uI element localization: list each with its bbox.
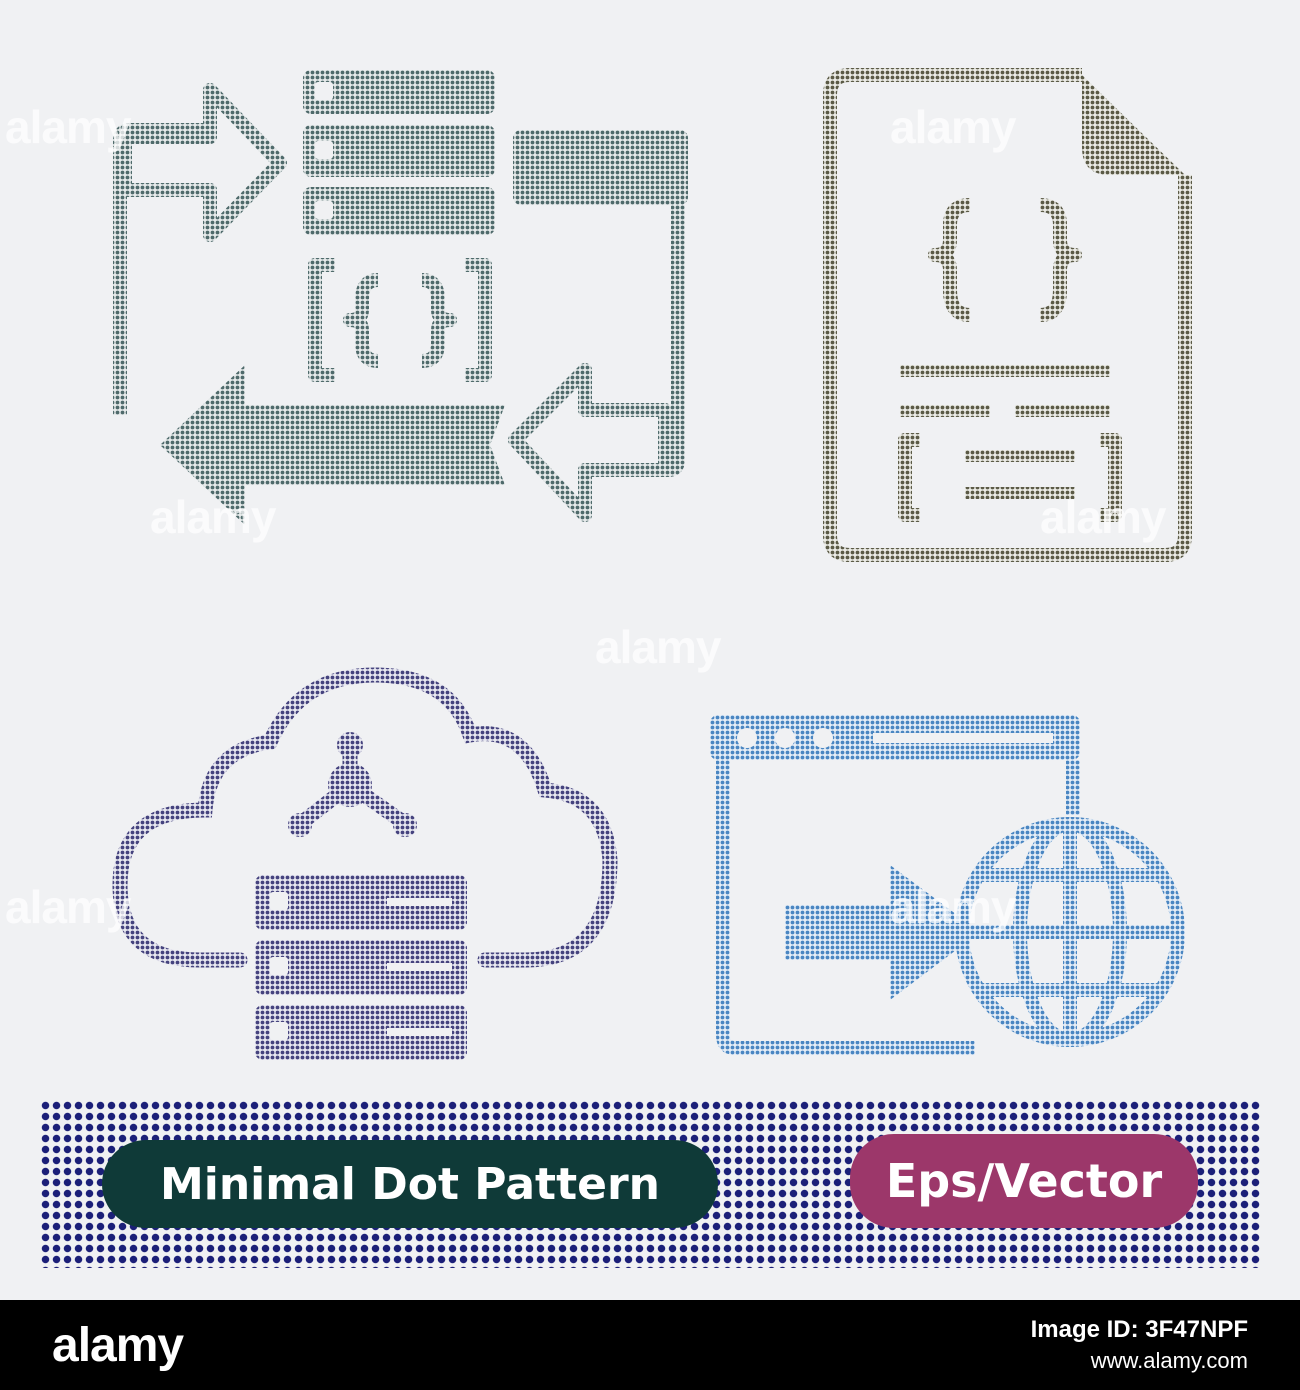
image-id: Image ID: 3F47NPF <box>1030 1316 1248 1343</box>
footer-bar: alamy Image ID: 3F47NPF www.alamy.com <box>0 1300 1300 1390</box>
web-globe-icon <box>705 710 1195 1064</box>
cloud-server-icon <box>105 660 625 1064</box>
json-file-icon <box>820 65 1195 569</box>
minimal-dot-pattern-label: Minimal Dot Pattern <box>102 1140 718 1228</box>
site-url: www.alamy.com <box>1090 1348 1248 1373</box>
footer-logo: alamy <box>52 1318 184 1372</box>
eps-vector-label: Eps/Vector <box>850 1134 1198 1228</box>
footer-info: Image ID: 3F47NPF www.alamy.com <box>1031 1316 1248 1374</box>
api-exchange-icon <box>110 65 700 549</box>
